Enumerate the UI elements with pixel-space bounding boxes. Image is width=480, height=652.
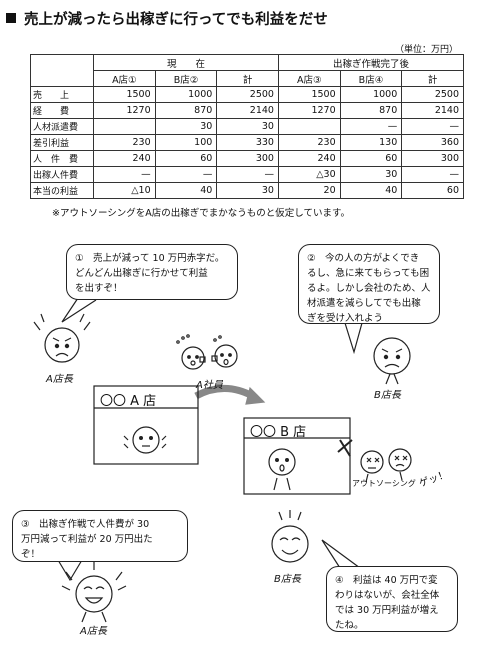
speech-bubble-3-text: ③ 出稼ぎ作戦で人件費が 30 万円減って利益が 20 万円出た ぞ！ xyxy=(21,519,153,560)
store-a-sign: 〇〇 A 店 xyxy=(100,394,157,409)
bubble-tail-3 xyxy=(57,559,83,582)
assumption-note: ※アウトソーシングをA店の出稼ぎでまかなうものと仮定しています。 xyxy=(52,208,351,219)
bubble-tail-1 xyxy=(61,297,97,323)
store-b-sign: 〇〇 B 店 xyxy=(250,425,307,440)
unit-note: （単位：万円） xyxy=(394,45,458,55)
bubble-tail-2 xyxy=(344,322,363,355)
speech-bubble-4: ④ 利益は 40 万円で変 わりはないが、会社全体 では 30 万円利益が増え … xyxy=(326,566,458,632)
square-bullet-icon xyxy=(6,13,16,23)
label-outsourcing: アウトソーシング xyxy=(352,479,416,488)
a-manager-face-2 xyxy=(61,562,127,623)
a-staff-faces xyxy=(176,334,238,370)
store-a-box xyxy=(93,385,199,465)
page-title-text: 売上が減ったら出稼ぎに行ってでも利益をだせ xyxy=(24,12,328,28)
bubble-tail-4 xyxy=(321,539,361,569)
b-manager-face-1 xyxy=(373,337,411,385)
label-a-manager-1: A店長 xyxy=(46,374,73,385)
b-manager-face-2 xyxy=(271,510,309,563)
speech-bubble-1-text: ① 売上が減って 10 万円赤字だ。 どんどん出稼ぎに行かせて利益 を出すぞ！ xyxy=(75,253,225,294)
label-b-manager-1: B店長 xyxy=(374,390,401,401)
table-corner-cell xyxy=(30,54,94,87)
row-label: 本当の利益 xyxy=(30,182,94,199)
outsourcing-faces xyxy=(337,439,412,483)
label-a-staff: A社員 xyxy=(196,380,223,391)
label-a-manager-2: A店長 xyxy=(80,626,107,637)
speech-bubble-3: ③ 出稼ぎ作戦で人件費が 30 万円減って利益が 20 万円出た ぞ！ xyxy=(12,510,188,562)
speech-bubble-1: ① 売上が減って 10 万円赤字だ。 どんどん出稼ぎに行かせて利益 を出すぞ！ xyxy=(66,244,238,300)
speech-bubble-4-text: ④ 利益は 40 万円で変 わりはないが、会社全体 では 30 万円利益が増え … xyxy=(335,575,440,631)
speech-bubble-2: ② 今の人の方がよくでき るし、急に来てもらっても困 るよ。しかし会社のため、人… xyxy=(298,244,440,324)
table-cell: 2140 xyxy=(401,102,464,119)
speech-bubble-2-text: ② 今の人の方がよくでき るし、急に来てもらっても困 るよ。しかし会社のため、人… xyxy=(307,253,431,324)
table-cell: 60 xyxy=(401,182,464,199)
page-title: 売上が減ったら出稼ぎに行ってでも利益をだせ xyxy=(6,8,328,29)
transfer-arrow-icon xyxy=(194,384,266,405)
table-group-header-row: 現 在 出稼ぎ作戦完了後 xyxy=(30,54,465,87)
a-manager-face-1 xyxy=(33,313,91,363)
row-label: 売 上 xyxy=(30,86,94,103)
label-b-manager-2: B店長 xyxy=(274,574,301,585)
